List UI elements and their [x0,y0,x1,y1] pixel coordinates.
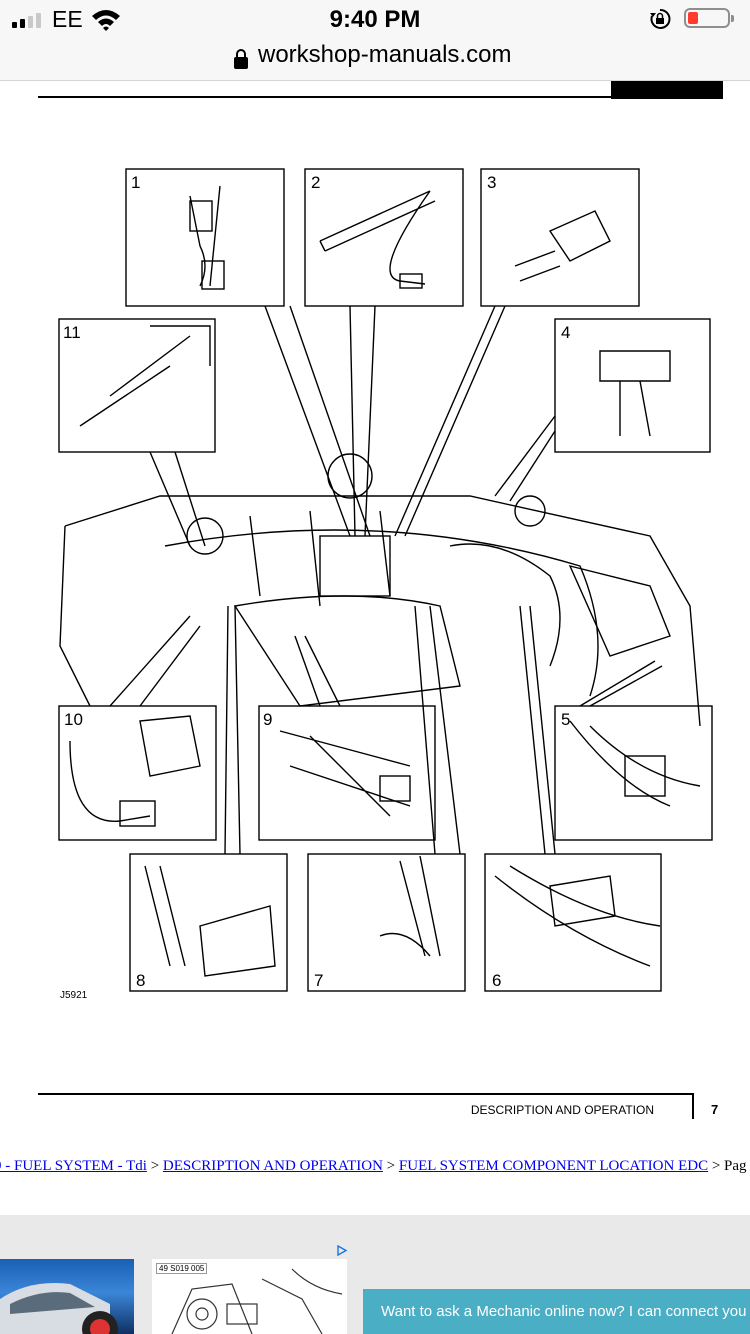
callout-box-2 [304,168,464,307]
ad-image-label: 49 S019 005 [156,1263,208,1274]
breadcrumb-separator: > [711,1158,725,1174]
callout-label-11: 11 [63,323,81,342]
ad-image-car[interactable] [0,1259,134,1334]
callout-box-7 [307,853,466,992]
engine-sketch-icon [171,1268,343,1334]
breadcrumb-link-description-operation[interactable]: DESCRIPTION AND OPERATION [162,1158,383,1174]
breadcrumb-link-component-location[interactable]: FUEL SYSTEM COMPONENT LOCATION EDC [398,1158,709,1174]
adchoices-icon[interactable] [336,1245,347,1256]
ad-image-diagram[interactable]: 49 S019 005 [152,1259,347,1334]
clock: 9:40 PM [329,6,421,33]
ad-banner-area: 49 S019 005 Want to ask a Mechanic onlin… [0,1215,750,1334]
header-rule [38,96,720,98]
status-bar: EE 9:40 PM [0,0,750,40]
callout-label-2: 2 [311,173,320,192]
rotation-lock-icon [650,8,671,29]
callout-label-8: 8 [136,971,145,990]
callout-box-6 [484,853,662,992]
callout-label-10: 10 [64,710,83,729]
lock-icon [234,49,248,69]
callout-label-6: 6 [492,971,501,990]
callout-box-8 [129,853,288,992]
engine-component-location-diagram: 1 2 3 11 4 10 9 5 8 7 6 [58,168,713,992]
car-icon [0,1283,118,1334]
callout-box-4 [554,318,711,453]
breadcrumb-current-page: Pag [724,1158,747,1174]
callout-label-9: 9 [263,710,272,729]
cellular-signal-icon [12,13,41,28]
footer-rule [38,1093,694,1095]
address-bar[interactable]: workshop-manuals.com [0,40,750,81]
breadcrumb-separator: > [150,1158,163,1174]
callout-box-11 [58,318,216,453]
manual-page: 1 2 3 11 4 10 9 5 8 7 6 J5921 DESCRIPTIO… [0,81,750,1215]
callout-label-7: 7 [314,971,323,990]
breadcrumb-link-fuel-system[interactable]: 9 - FUEL SYSTEM - Tdi [0,1158,147,1174]
carrier-name: EE [52,6,83,32]
breadcrumb-separator: > [386,1158,399,1174]
footer-divider [692,1093,694,1119]
wifi-icon [92,10,120,31]
callout-box-10 [58,705,217,841]
callout-label-4: 4 [561,323,570,342]
callout-label-1: 1 [131,173,140,192]
battery-icon [684,8,734,28]
page-number: 7 [711,1102,719,1117]
breadcrumb: 9 - FUEL SYSTEM - Tdi > DESCRIPTION AND … [0,1158,747,1175]
callout-label-3: 3 [487,173,496,192]
mechanic-chat-prompt[interactable]: Want to ask a Mechanic online now? I can… [363,1289,750,1334]
callout-label-5: 5 [561,710,570,729]
callout-box-5 [554,705,713,841]
footer-section-title: DESCRIPTION AND OPERATION [470,1103,654,1117]
figure-reference: J5921 [60,990,88,1001]
battery-level [688,12,698,24]
callout-box-3 [480,168,640,307]
header-box [611,81,723,99]
url-text[interactable]: workshop-manuals.com [258,41,512,68]
callout-box-1 [125,168,285,307]
callout-box-9 [258,705,436,841]
